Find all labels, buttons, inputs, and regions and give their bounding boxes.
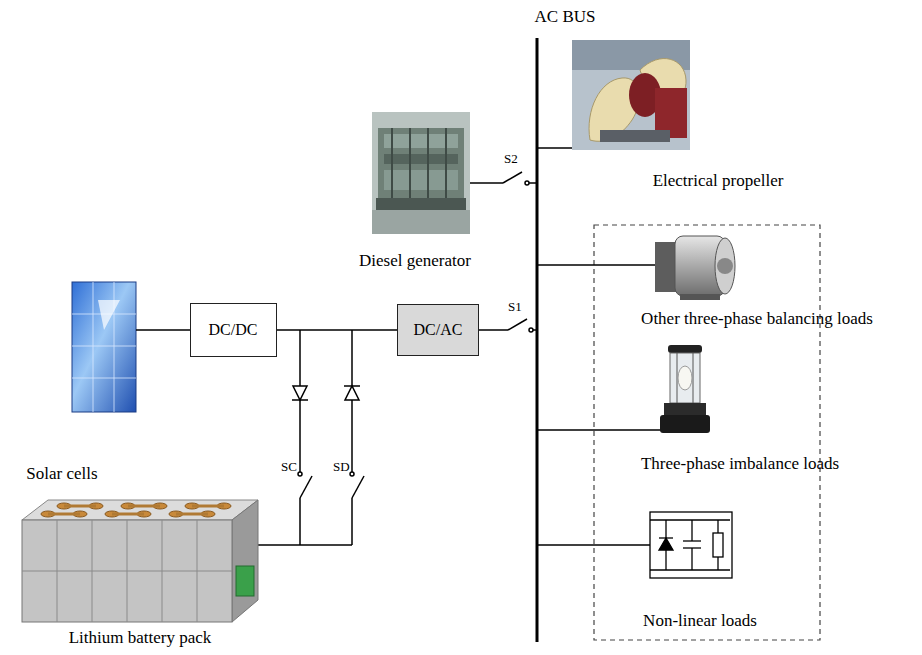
ac-bus	[536, 38, 539, 642]
solar-wire	[136, 329, 192, 331]
motor-picture	[655, 236, 735, 300]
discharge-branch	[344, 330, 364, 545]
diesel-generator-picture	[372, 112, 470, 234]
component-label: Lithium battery pack	[69, 629, 212, 648]
bus-label: AC BUS	[535, 8, 596, 27]
rectifier-load-symbol	[650, 512, 732, 578]
load-label: Non-linear loads	[643, 612, 757, 631]
inverter-box: DC/AC	[397, 304, 479, 356]
load-group-outline	[594, 225, 820, 640]
component-label: Electrical propeller	[653, 172, 784, 191]
switch-label: S1	[508, 300, 522, 314]
component-label: Diesel generator	[359, 252, 471, 271]
converter-box: DC/DC	[190, 303, 277, 357]
battery-pack-picture	[22, 500, 258, 622]
generator-switch	[470, 172, 537, 185]
propeller-picture	[572, 40, 690, 150]
lamp-picture	[660, 345, 710, 433]
dc-link-wire	[277, 329, 398, 331]
component-label: Solar cells	[26, 465, 97, 484]
inverter-switch	[478, 319, 537, 332]
motor-wire	[537, 264, 655, 266]
lamp-wire	[537, 429, 662, 431]
switch-label: SC	[281, 460, 297, 474]
rectifier-wire	[537, 544, 650, 546]
box-text: DC/AC	[414, 321, 463, 339]
box-text: DC/DC	[209, 321, 258, 339]
battery-wire	[258, 544, 352, 546]
propeller-wire	[537, 147, 572, 149]
switch-label: SD	[333, 460, 350, 474]
load-label: Other three-phase balancing loads	[641, 310, 873, 329]
load-label: Three-phase imbalance loads	[641, 455, 839, 474]
solar-panel-picture	[72, 282, 136, 412]
switch-label: S2	[504, 152, 518, 166]
charge-branch	[292, 330, 312, 545]
